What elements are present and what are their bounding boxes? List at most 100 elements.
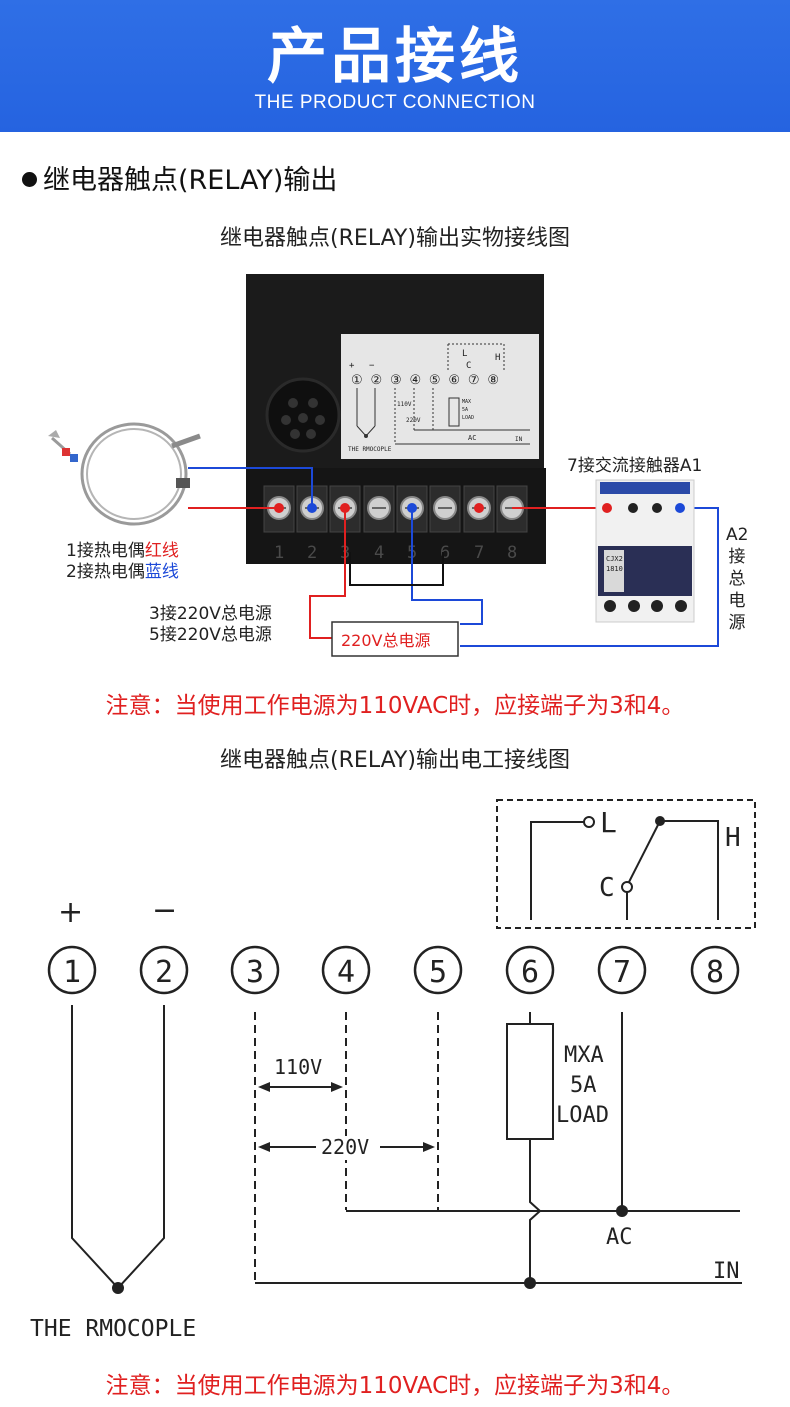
terminal-screw <box>429 485 461 533</box>
sticker-load-2: 5A <box>462 407 468 413</box>
thermo-red-suffix: 红线 <box>144 541 179 561</box>
sticker-content: + − L C H ① ② ③ ④ ⑤ ⑥ ⑦ ⑧ THE RMOCOPLE 1… <box>348 343 530 453</box>
thermo-blue-label: 2接热电偶蓝线 <box>66 557 179 582</box>
in-junction <box>524 1277 536 1289</box>
sticker-plus: + <box>349 361 355 371</box>
load-label-2: 5A <box>570 1073 597 1098</box>
schematic-terminal-number: 5 <box>429 955 447 990</box>
a2-label-line: 总 <box>728 569 746 589</box>
relay-box <box>496 799 756 929</box>
ac-label: AC <box>606 1225 633 1250</box>
relay-C-contact <box>621 881 633 893</box>
v220-label: 220V <box>321 1135 369 1159</box>
schematic-terminal: 3 <box>230 945 280 995</box>
wiring-photo-diagram: + − L C H ① ② ③ ④ ⑤ ⑥ ⑦ ⑧ THE RMOCOPLE 1… <box>48 274 719 657</box>
sticker-220v: 220V <box>406 417 421 424</box>
thermocouple-probe <box>48 422 201 526</box>
terminal-number: 4 <box>374 543 384 563</box>
schematic-terminal: 6 <box>505 945 555 995</box>
a2-label-line: 源 <box>728 613 746 633</box>
schematic-caption: 继电器触点(RELAY)输出电工接线图 <box>220 748 570 773</box>
red-wire-power <box>309 508 346 639</box>
power-box-label: 220V总电源 <box>341 631 431 650</box>
terminal-number: 1 <box>274 543 284 563</box>
schematic-terminal-number: 3 <box>246 955 264 990</box>
schematic-terminal: 4 <box>321 945 371 995</box>
schematic-terminal: 1 <box>47 945 97 995</box>
plus-sign: + <box>58 895 83 930</box>
relay-switch-arm <box>628 820 661 883</box>
in-label: IN <box>713 1259 740 1284</box>
schematic-terminal-number: 4 <box>337 955 355 990</box>
sticker-in: IN <box>515 436 523 443</box>
relay-C-label: C <box>599 873 615 903</box>
minus-sign: − <box>152 893 177 928</box>
thermo-blue-prefix: 2接热电偶 <box>66 562 145 582</box>
terminal-strip <box>246 468 546 564</box>
relay-H-label: H <box>725 823 741 853</box>
wiring-schematic: L H C + − 1 2 3 4 5 6 7 8 THE RMOCOPLE 110V 220… <box>30 799 756 1342</box>
a2-label-line: 接 <box>728 547 746 567</box>
contactor-label: 7接交流接触器A1 <box>567 456 703 476</box>
v110-label: 110V <box>274 1055 322 1079</box>
wiring-sticker <box>341 334 539 459</box>
photo-diagram-caption: 继电器触点(RELAY)输出实物接线图 <box>220 226 570 251</box>
ac-contactor: CJX2 1810 <box>595 479 695 623</box>
schematic-terminal-number: 7 <box>613 955 631 990</box>
section-heading-text: 继电器触点(RELAY)输出 <box>43 165 338 196</box>
sticker-load-1: MAX <box>462 399 471 405</box>
terminal-number: 6 <box>440 543 450 563</box>
power-3-label: 3接220V总电源 <box>149 604 272 624</box>
thermocouple-junction <box>112 1282 124 1294</box>
terminal-number: 8 <box>507 543 517 563</box>
a2-label-line: A2 <box>726 525 749 545</box>
terminal-screw <box>263 485 295 533</box>
contactor-model-1: CJX2 <box>606 555 623 563</box>
terminal-screw <box>463 485 495 533</box>
schematic-terminal: 5 <box>413 945 463 995</box>
power-box <box>331 621 459 657</box>
thermocouple-label: THE RMOCOPLE <box>30 1316 196 1342</box>
schematic-terminal-number: 2 <box>155 955 173 990</box>
schematic-terminal: 2 <box>139 945 189 995</box>
a2-label: A2 接 总 电 源 <box>726 524 748 634</box>
sticker-circle-numbers: ① ② ③ ④ ⑤ ⑥ ⑦ ⑧ <box>351 373 499 388</box>
load-label-3: LOAD <box>556 1103 609 1128</box>
blue-wire-thermo <box>188 467 313 508</box>
schematic-terminal-number: 6 <box>521 955 539 990</box>
header-banner: 产品接线 THE PRODUCT CONNECTION <box>0 0 790 132</box>
thermocouple-legs <box>71 1005 165 1290</box>
sticker-ac: AC <box>468 434 476 442</box>
relay-L-label: L <box>600 806 617 839</box>
blue-wire-power <box>411 508 483 625</box>
note-schematic: 注意：当使用工作电源为110VAC时，应接端子为3和4。 <box>105 1373 685 1399</box>
terminal-number: 2 <box>307 543 317 563</box>
schematic-terminal: 7 <box>597 945 647 995</box>
thermo-blue-suffix: 蓝线 <box>144 562 179 582</box>
note-photo: 注意：当使用工作电源为110VAC时，应接端子为3和4。 <box>105 693 685 719</box>
thermo-red-label: 1接热电偶红线 <box>66 536 179 561</box>
schematic-terminal-number: 8 <box>706 955 724 990</box>
thermo-red-prefix: 1接热电偶 <box>66 541 145 561</box>
page-title: 产品接线 <box>267 22 523 92</box>
power-5-label: 5接220V总电源 <box>149 625 272 645</box>
section-heading: 继电器触点(RELAY)输出 <box>22 158 337 197</box>
sticker-110v: 110V <box>397 401 412 408</box>
contactor-model-2: 1810 <box>606 565 623 573</box>
sticker-minus: − <box>369 361 375 371</box>
sticker-load-3: LOAD <box>462 415 474 421</box>
bullet-icon <box>22 172 37 187</box>
sticker-L: L <box>462 349 467 359</box>
link-wire-3-6 <box>349 552 444 586</box>
page-subtitle: THE PRODUCT CONNECTION <box>254 92 536 113</box>
terminal-number: 7 <box>474 543 484 563</box>
terminal-screw <box>363 485 395 533</box>
load-resistor <box>506 1023 554 1140</box>
load-label-1: MXA <box>564 1043 604 1068</box>
relay-L-contact <box>583 816 595 828</box>
sticker-C: C <box>466 361 471 371</box>
blue-wire-a2 <box>460 507 719 647</box>
schematic-terminals: 1 2 3 4 5 6 7 8 <box>47 945 740 995</box>
sticker-thermocouple: THE RMOCOPLE <box>348 446 392 453</box>
sticker-H: H <box>495 353 500 363</box>
